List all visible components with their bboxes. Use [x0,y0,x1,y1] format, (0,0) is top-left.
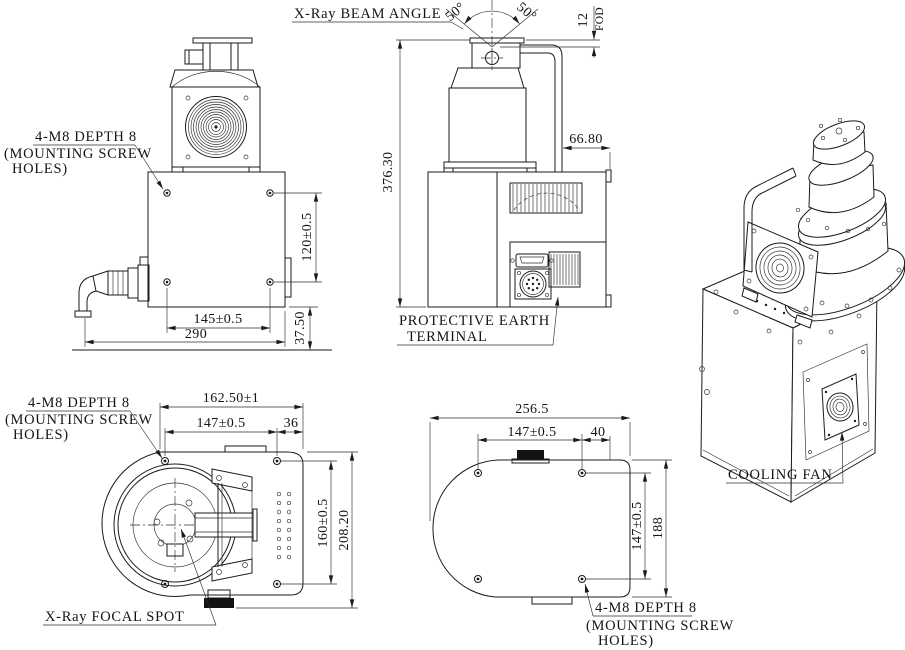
leader-line [584,583,594,617]
cooling-fan-text: COOLING FAN [728,467,833,483]
mounting-label-line2: (MOUNTING SCREW [586,618,734,634]
focal-spot-label: X-Ray FOCAL SPOT [43,528,217,626]
bottom-mounting-label: 4-M8 DEPTH 8 (MOUNTING SCREW HOLES) [5,395,163,459]
fan-housing-iso [741,221,819,329]
dim-front-hole-vertical: 120±0.5 [300,213,315,262]
bottom-connector [204,589,234,608]
base-mounting-label: 4-M8 DEPTH 8 (MOUNTING SCREW HOLES) [584,583,734,649]
base-outline [432,459,631,598]
dim-bottom-hole-vertical: 160±0.5 [316,499,331,548]
mounting-label-line3: HOLES) [13,427,69,443]
dim-fod-value: 12 [576,13,591,28]
focal-spot-text: X-Ray FOCAL SPOT [45,609,185,625]
fod-label: FOD [594,7,606,31]
front-view-dimensions: 120±0.5 145±0.5 290 37.50 [84,192,322,351]
leader-line [134,144,164,190]
cooling-fan-label: COOLING FAN [726,431,845,484]
leader-line [180,528,217,626]
front-view: 120±0.5 145±0.5 290 37.50 4-M8 DEPTH 8 (… [4,37,332,351]
cooling-fan-side [802,343,870,461]
tube-head [443,37,563,173]
bottom-view-dimensions: 162.50±1 147±0.5 36 160±0.5 208.20 [159,391,358,609]
connector-panel [509,241,607,308]
dim-base-width: 256.5 [515,402,549,417]
mounting-label-line1: 4-M8 DEPTH 8 [595,600,697,616]
anode-arm [194,508,258,542]
front-body [147,171,286,308]
dim-bottom-edge-offset: 36 [284,416,299,431]
leader-line [552,296,560,346]
cooling-fan-grille [171,86,261,173]
protective-earth-line1: PROTECTIVE EARTH [399,313,550,329]
mounting-label-line1: 4-M8 DEPTH 8 [35,129,137,145]
dim-head-offset: 66.80 [569,132,603,147]
base-mounting-holes [474,469,586,583]
mounting-label-line1: 4-M8 DEPTH 8 [28,395,130,411]
handle-iso [743,167,797,273]
dim-base-hole-vertical: 147±0.5 [630,502,645,551]
mounting-label-line2: (MOUNTING SCREW [5,412,153,428]
dim-front-hole-horizontal: 145±0.5 [194,312,243,327]
mounting-label-line3: HOLES) [598,633,654,649]
dim-base-height: 188 [651,517,666,539]
protective-earth-label: PROTECTIVE EARTH TERMINAL [397,296,560,346]
mounting-label-line2: (MOUNTING SCREW [4,146,152,162]
mounting-label-line3: HOLES) [12,161,68,177]
side-view-dimensions: 376.30 66.80 12 FOD [381,6,611,308]
isometric-view: COOLING FAN [699,117,905,503]
leader-line [839,431,845,484]
dim-bottom-hole-horizontal: 147±0.5 [197,416,246,431]
bottom-mounting-holes [161,457,281,588]
dim-bottom-width: 162.50±1 [203,391,259,406]
dim-overall-height: 376.30 [381,152,396,193]
mounting-bracket [211,468,253,582]
d-sub-connector [510,253,554,268]
warning-label [548,251,581,288]
base-plan-view: 256.5 147±0.5 40 147±0.5 188 4-M8 DEPTH … [429,402,734,649]
leader-line [129,410,163,459]
vent-hole-rows [276,491,292,560]
base-top-connector [517,450,544,459]
top-cap [184,37,253,71]
dim-base-hole-horizontal: 147±0.5 [508,425,557,440]
dim-front-width: 290 [185,327,207,342]
dim-base-edge-offset: 40 [591,425,606,440]
dim-front-base-height: 37.50 [293,311,308,345]
bottom-view: 162.50±1 147±0.5 36 160±0.5 208.20 4-M8 … [5,391,358,626]
dim-beam-angle-left: 50° [443,0,469,25]
protective-earth-line2: TERMINAL [407,329,488,345]
tube-cylinder [795,117,889,275]
top-face-screws [713,289,862,345]
power-connector [514,268,552,300]
base-view-dimensions: 256.5 147±0.5 40 147±0.5 188 [429,402,672,598]
dim-bottom-height: 208.20 [337,510,352,551]
front-mounting-holes [163,189,274,286]
beam-angle-label: X-Ray BEAM ANGLE [294,6,441,22]
handle [520,44,563,172]
side-view: 50° 50° X-Ray BEAM ANGLE [292,0,612,346]
ventilation-grille [509,182,583,214]
cable-connector [74,256,150,318]
front-mounting-label: 4-M8 DEPTH 8 (MOUNTING SCREW HOLES) [4,129,164,190]
